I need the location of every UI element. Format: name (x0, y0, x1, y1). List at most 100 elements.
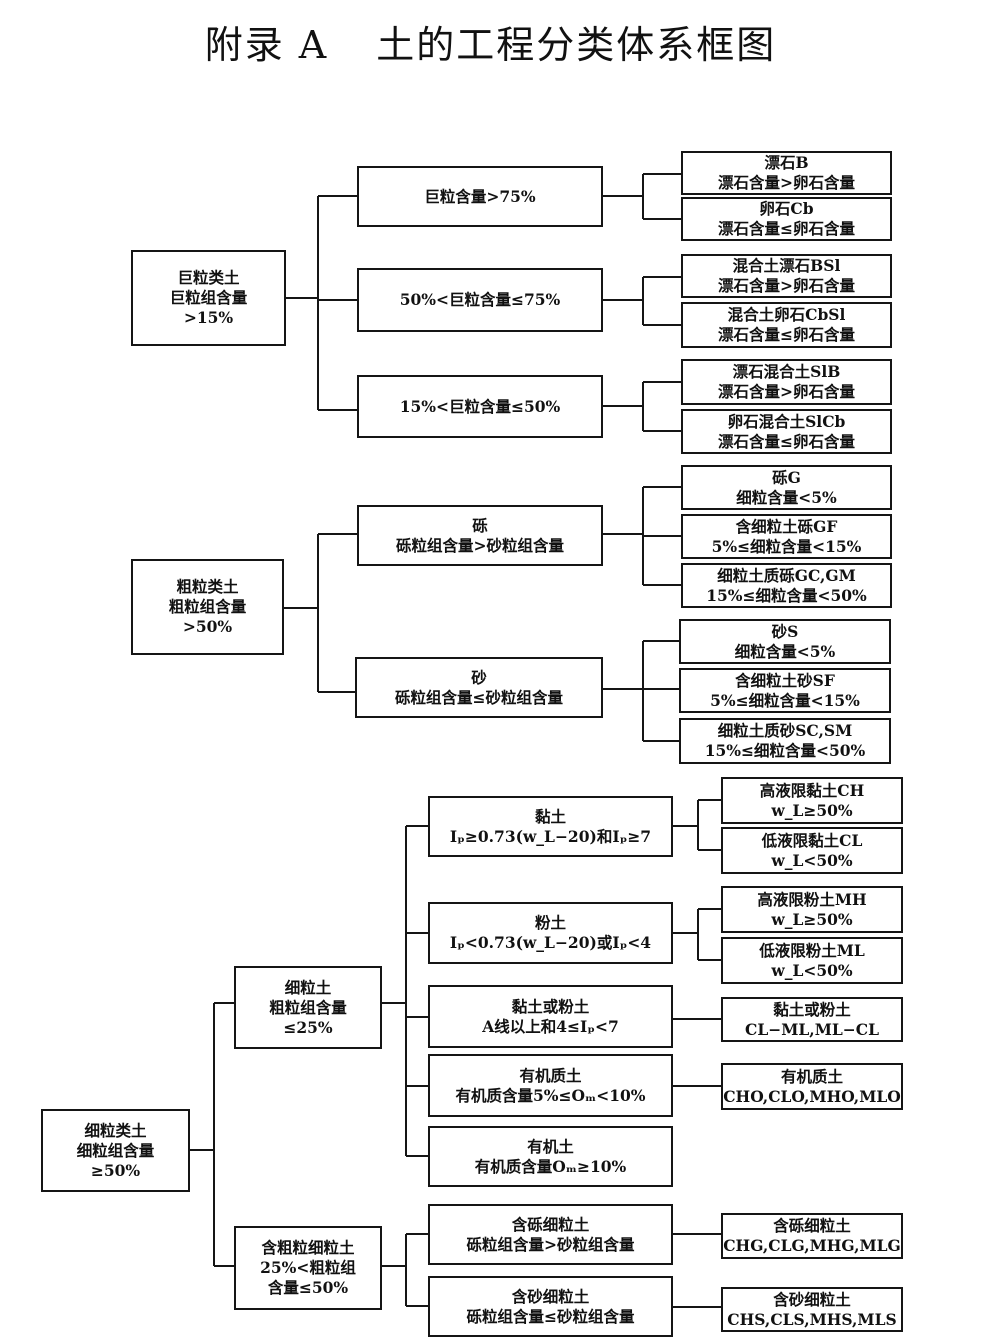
ch-box: 高液限黏土CH w_L≥50% (721, 777, 903, 824)
sandy-codes-box: 含砂细粒土 CHS,CLS,MHS,MLS (721, 1287, 903, 1332)
box-line: 含细粒土砾GF (735, 516, 838, 536)
box-line: CHO,CLO,MHO,MLO (723, 1086, 901, 1106)
box-line: 含量≤50% (267, 1278, 349, 1297)
box-line: 巨粒组含量 (169, 288, 248, 307)
sandy-fine-soil-box: 含砂细粒土 砾粒组含量≤砂粒组含量 (428, 1276, 673, 1337)
box-line: 含砂细粒土 (773, 1289, 851, 1309)
mixed-boulder-bsl-box: 混合土漂石BSl 漂石含量>卵石含量 (681, 254, 892, 298)
gravel-box: 砾 砾粒组含量>砂粒组含量 (357, 505, 603, 566)
fine-class-soil-box: 细粒类土 细粒组含量 ≥50% (41, 1109, 190, 1192)
box-line: 漂石含量>卵石含量 (718, 382, 855, 401)
gravel-gc-gm-box: 细粒土质砾GC,GM 15%≤细粒含量<50% (681, 563, 892, 608)
giant-50-75-box: 50%<巨粒含量≤75% (357, 268, 603, 332)
box-line: 含砂细粒土 (511, 1286, 590, 1306)
mixed-cobble-cbsl-box: 混合土卵石CbSl 漂石含量≤卵石含量 (681, 302, 892, 348)
box-line: 卵石混合土SlCb (727, 411, 846, 431)
box-line: 细粒含量<5% (734, 641, 836, 661)
box-line: 有机质土 (519, 1065, 582, 1085)
box-line: 有机质含量Oₘ≥10% (474, 1156, 627, 1176)
silt-box: 粉土 Iₚ<0.73(w_L−20)或Iₚ<4 (428, 902, 673, 964)
box-line: 25%<粗粒组 (260, 1258, 356, 1277)
box-line: 巨粒含量>75% (424, 186, 536, 206)
box-line: 粉土 (534, 913, 566, 932)
title-main: 土的工程分类体系框图 (376, 23, 777, 67)
box-line: w_L≥50% (771, 800, 853, 820)
boulder-mixed-slb-box: 漂石混合土SlB 漂石含量>卵石含量 (681, 359, 892, 405)
organic-soil-box: 有机土 有机质含量Oₘ≥10% (428, 1126, 673, 1187)
box-line: 低液限粉土ML (759, 940, 865, 960)
organic-matter-soil-box: 有机质土 有机质含量5%≤Oₘ<10% (428, 1054, 673, 1117)
box-line: 有机质含量5%≤Oₘ<10% (455, 1085, 646, 1105)
sand-s-box: 砂S 细粒含量<5% (679, 619, 891, 664)
box-line: 漂石含量≤卵石含量 (718, 219, 855, 238)
box-line: CHG,CLG,MHG,MLG (723, 1236, 901, 1255)
box-line: 细粒类土 (84, 1120, 147, 1140)
box-line: 混合土卵石CbSl (727, 305, 846, 324)
box-line: CL−ML,ML−CL (745, 1019, 879, 1039)
box-line: 黏土或粉土 (773, 999, 851, 1019)
box-line: >50% (182, 617, 233, 636)
clay-or-silt-box: 黏土或粉土 A线以上和4≤Iₚ<7 (428, 985, 673, 1048)
cl-box: 低液限黏土CL w_L<50% (721, 827, 903, 874)
box-line: 5%≤细粒含量<15% (710, 690, 860, 710)
box-line: 含砾细粒土 (773, 1216, 851, 1235)
box-line: 漂石B (764, 153, 809, 172)
box-line: 15%<巨粒含量≤50% (399, 396, 561, 416)
box-line: 粗粒组含量 (168, 597, 247, 616)
box-line: 细粒土质砂SC,SM (717, 721, 853, 740)
box-line: 粗粒组含量 (269, 997, 347, 1017)
page-title: 附录 A 土的工程分类体系框图 (0, 14, 981, 69)
box-line: 15%≤细粒含量<50% (704, 741, 866, 760)
box-line: 50%<巨粒含量≤75% (399, 290, 561, 309)
box-line: >15% (183, 308, 234, 327)
box-line: 黏土 (534, 806, 566, 826)
box-line: w_L<50% (771, 960, 853, 980)
boulder-b-box: 漂石B 漂石含量>卵石含量 (681, 151, 892, 195)
box-line: 漂石含量≤卵石含量 (718, 325, 855, 344)
box-line: 高液限黏土CH (759, 780, 865, 800)
box-line: 混合土漂石BSl (732, 256, 841, 275)
gravelly-fine-soil-box: 含砾细粒土 砾粒组含量>砂粒组含量 (428, 1204, 673, 1265)
box-line: 细粒组含量 (76, 1140, 155, 1160)
box-line: 砾粒组含量>砂粒组含量 (396, 535, 564, 555)
ml-box: 低液限粉土ML w_L<50% (721, 937, 903, 984)
box-line: Iₚ<0.73(w_L−20)或Iₚ<4 (449, 933, 652, 952)
title-prefix: 附录 A (204, 23, 329, 67)
box-line: 细粒土 (284, 977, 332, 997)
sand-sc-sm-box: 细粒土质砂SC,SM 15%≤细粒含量<50% (679, 718, 891, 764)
box-line: CHS,CLS,MHS,MLS (727, 1309, 897, 1329)
box-line: 粗粒类土 (176, 577, 239, 596)
gravel-g-box: 砾G 细粒含量<5% (681, 465, 892, 510)
box-line: A线以上和4≤Iₚ<7 (482, 1016, 619, 1036)
giant-15-50-box: 15%<巨粒含量≤50% (357, 375, 603, 438)
coarse-soil-box: 粗粒类土 粗粒组含量 >50% (131, 559, 284, 655)
fine-soil-box: 细粒土 粗粒组含量 ≤25% (234, 966, 382, 1049)
box-line: 有机土 (527, 1136, 574, 1156)
giant-over-75-box: 巨粒含量>75% (357, 166, 603, 227)
box-line: 砾G (772, 467, 801, 487)
box-line: 砂S (771, 621, 799, 641)
box-line: ≤25% (283, 1017, 333, 1037)
box-line: 含砾细粒土 (511, 1214, 590, 1234)
box-line: 漂石含量≤卵石含量 (718, 431, 855, 451)
box-line: 15%≤细粒含量<50% (706, 585, 867, 605)
gravel-gf-box: 含细粒土砾GF 5%≤细粒含量<15% (681, 514, 892, 559)
box-line: 卵石Cb (759, 199, 814, 218)
box-line: 漂石混合土SlB (732, 362, 841, 381)
clay-box: 黏土 Iₚ≥0.73(w_L−20)和Iₚ≥7 (428, 796, 673, 857)
coarse-fine-soil-box: 含粗粒细粒土 25%<粗粒组 含量≤50% (234, 1226, 382, 1310)
sand-box: 砂 砾粒组含量≤砂粒组含量 (355, 657, 603, 718)
box-line: 漂石含量>卵石含量 (718, 276, 855, 295)
cobble-mixed-slcb-box: 卵石混合土SlCb 漂石含量≤卵石含量 (681, 409, 892, 454)
box-line: 高液限粉土MH (757, 889, 867, 909)
box-line: 砂 (471, 667, 487, 687)
mh-box: 高液限粉土MH w_L≥50% (721, 886, 903, 933)
box-line: 含细粒土砂SF (735, 670, 835, 690)
box-line: 砾 (472, 515, 488, 535)
sand-sf-box: 含细粒土砂SF 5%≤细粒含量<15% (679, 668, 891, 713)
box-line: 砾粒组含量≤砂粒组含量 (466, 1306, 635, 1326)
box-line: 含粗粒细粒土 (261, 1238, 355, 1257)
box-line: Iₚ≥0.73(w_L−20)和Iₚ≥7 (449, 826, 652, 846)
box-line: 细粒含量<5% (736, 487, 837, 507)
